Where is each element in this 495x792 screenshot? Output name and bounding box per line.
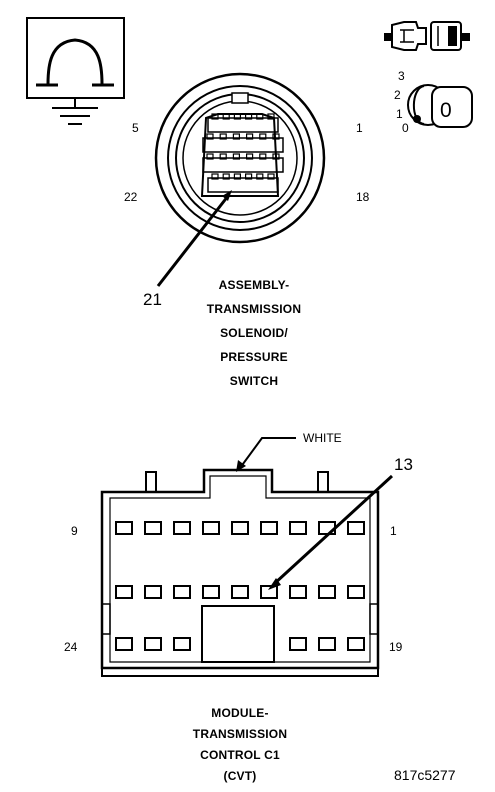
key-position-1: 1 [396, 107, 403, 121]
tcm-cavity-row3 [173, 637, 191, 651]
tcm-connector-pin-cavities [115, 521, 365, 651]
round-connector-cavity [272, 133, 280, 140]
top-caption-line-4: PRESSURE [220, 350, 288, 364]
round-connector-cavity [219, 153, 227, 160]
white-label-leader [236, 437, 296, 472]
tcm-cavity-row1 [347, 521, 365, 535]
tcm-cavity-row2 [231, 585, 249, 599]
round-connector-cavity [267, 173, 275, 180]
bottom-pin-1-label: 1 [390, 524, 397, 538]
tcm-cavity-row2 [202, 585, 220, 599]
tcm-c1-connector [100, 468, 380, 677]
round-connector-cavity [211, 173, 219, 180]
key-label: 0 [440, 99, 452, 122]
top-caption-line-2: TRANSMISSION [207, 302, 301, 316]
top-pin-18-label: 18 [356, 190, 370, 204]
tcm-cavity-row2 [144, 585, 162, 599]
tcm-cavity-row2 [347, 585, 365, 599]
tcm-cavity-row3 [289, 637, 307, 651]
tcm-cavity-row3 [115, 637, 133, 651]
transmission-solenoid-connector [154, 72, 326, 244]
bottom-pin-9-label: 9 [71, 524, 78, 538]
round-connector-cavity [245, 113, 253, 120]
figure-code: 817c5277 [394, 767, 456, 783]
round-connector-row [207, 117, 279, 133]
top-pin-5-label: 5 [132, 121, 139, 135]
round-connector-cavity [211, 113, 219, 120]
bottom-caption-line-4: (CVT) [224, 769, 257, 783]
key-position-3: 3 [398, 69, 405, 83]
round-connector-cavity [232, 153, 240, 160]
tcm-cavity-row1 [115, 521, 133, 535]
round-connector-row [207, 177, 279, 193]
top-caption-line-5: SWITCH [230, 374, 279, 388]
connector-plug-icon [384, 21, 470, 51]
round-connector-cavity [222, 113, 230, 120]
round-connector-pin-cavities [202, 113, 284, 193]
tcm-cavity-row1 [231, 521, 249, 535]
round-connector-cavity [246, 133, 254, 140]
tcm-cavity-row1 [289, 521, 307, 535]
round-connector-cavity [233, 173, 241, 180]
callout-21-leader [156, 190, 232, 287]
round-connector-cavity [272, 153, 280, 160]
tcm-cavity-row1 [260, 521, 278, 535]
round-connector-row [202, 157, 284, 173]
round-connector-cavity [222, 173, 230, 180]
key-position-0: 0 [402, 121, 409, 135]
callout-13: 13 [394, 455, 413, 474]
tcm-cavity-row3 [144, 637, 162, 651]
top-caption-line-1: ASSEMBLY- [219, 278, 290, 292]
round-connector-cavity [245, 173, 253, 180]
bottom-pin-24-label: 24 [64, 640, 78, 654]
round-connector-cavity [233, 113, 241, 120]
round-connector-cavity [259, 153, 267, 160]
tcm-cavity-row3 [347, 637, 365, 651]
bottom-caption-line-3: CONTROL C1 [200, 748, 280, 762]
top-pin-1-label: 1 [356, 121, 363, 135]
callout-13-leader [268, 474, 394, 590]
bottom-pin-19-label: 19 [389, 640, 403, 654]
tcm-cavity-row2 [289, 585, 307, 599]
round-connector-row [202, 137, 284, 153]
round-connector-cavity [219, 133, 227, 140]
round-connector-cavity [259, 133, 267, 140]
callout-21: 21 [143, 290, 162, 309]
tcm-cavity-row3 [318, 637, 336, 651]
tcm-cavity-row2 [260, 585, 278, 599]
tcm-cavity-row1 [202, 521, 220, 535]
round-connector-cavity [206, 153, 214, 160]
round-connector-cavity [206, 133, 214, 140]
round-connector-cavity [256, 113, 264, 120]
key-position-2: 2 [394, 88, 401, 102]
round-connector-cavity [246, 153, 254, 160]
bottom-caption-line-2: TRANSMISSION [193, 727, 287, 741]
top-caption-line-3: SOLENOID/ [220, 326, 288, 340]
tcm-cavity-row1 [144, 521, 162, 535]
top-pin-22-label: 22 [124, 190, 138, 204]
round-connector-cavity [267, 113, 275, 120]
ohmmeter-ground-icon [26, 17, 125, 125]
bottom-caption-line-1: MODULE- [211, 706, 268, 720]
connector-color-label: WHITE [303, 431, 342, 445]
tcm-cavity-row2 [115, 585, 133, 599]
round-connector-cavity [256, 173, 264, 180]
ignition-key-icon: 3 2 1 0 0 [394, 69, 473, 135]
tcm-cavity-row2 [318, 585, 336, 599]
round-connector-cavity [232, 133, 240, 140]
tcm-cavity-row2 [173, 585, 191, 599]
tcm-cavity-row1 [173, 521, 191, 535]
